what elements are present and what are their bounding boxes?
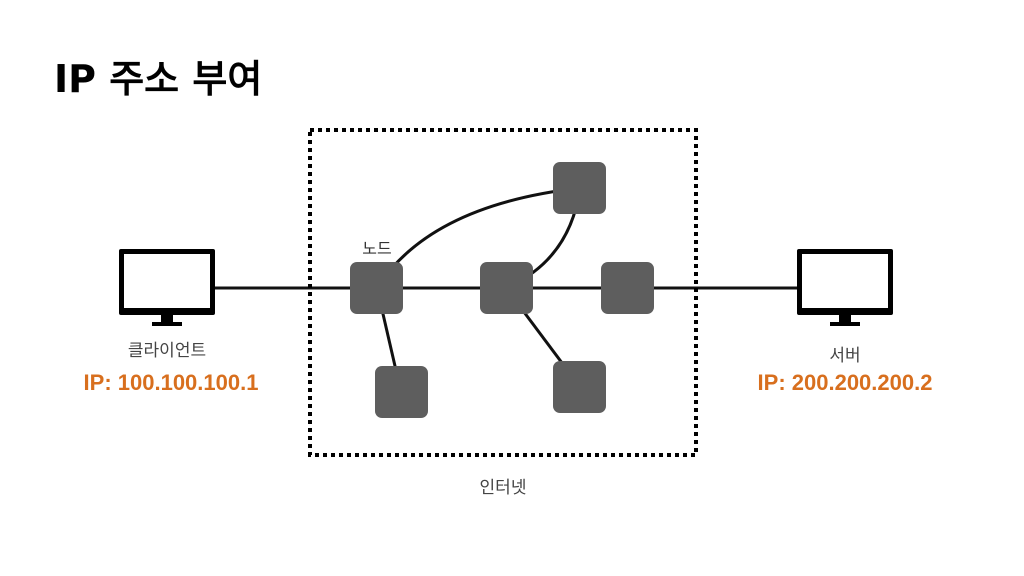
node-label: 노드 [362, 239, 392, 258]
server-label: 서버 [829, 346, 861, 366]
server-ip: IP: 200.200.200.2 [757, 370, 933, 395]
server-monitor-icon [797, 249, 893, 326]
router-node-bottom-left [375, 366, 428, 418]
router-node-3 [601, 262, 654, 314]
internet-label: 인터넷 [479, 478, 527, 498]
router-node-top [553, 162, 606, 214]
client-label: 클라이언트 [127, 341, 207, 361]
internet-boundary [308, 128, 698, 457]
page-title: IP 주소 부여 [54, 57, 263, 101]
router-node-1 [350, 262, 403, 314]
router-node-bottom-right [553, 361, 606, 413]
link-node1-node-top [375, 186, 581, 289]
client-monitor-icon [119, 249, 215, 326]
client-ip: IP: 100.100.100.1 [83, 370, 259, 395]
router-node-2 [480, 262, 533, 314]
